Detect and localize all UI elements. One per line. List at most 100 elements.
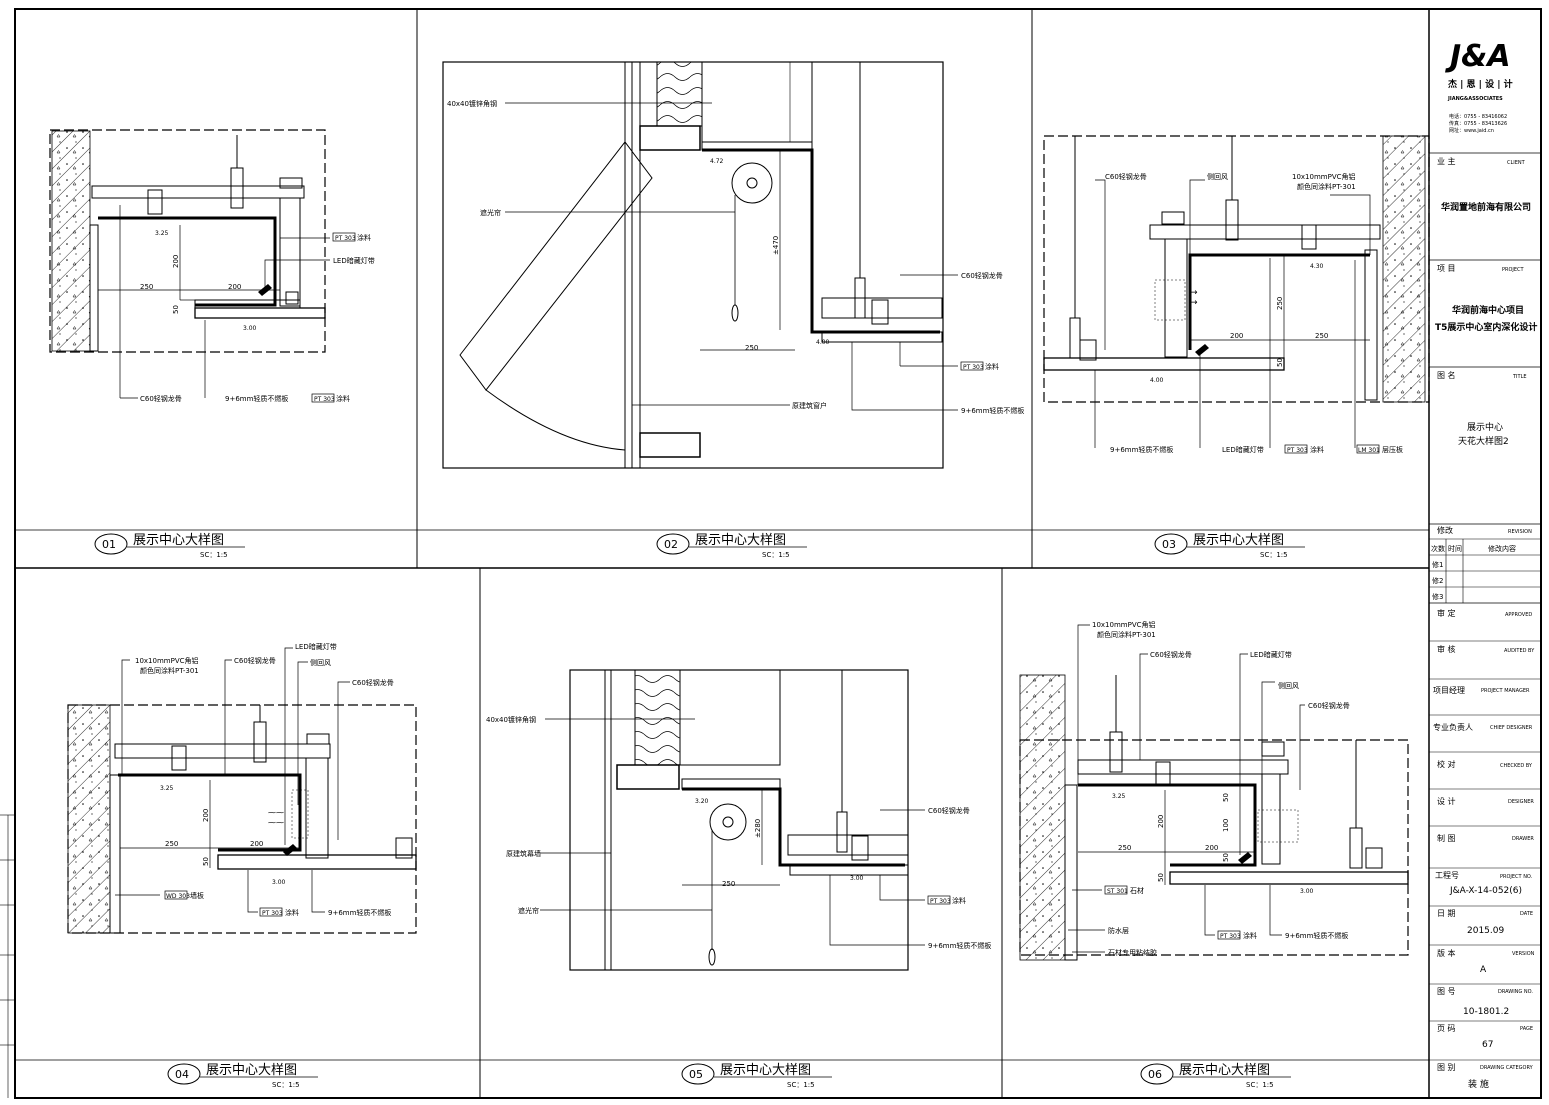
svg-text:06: 06 [1148,1068,1162,1081]
svg-text:C60轻钢龙骨: C60轻钢龙骨 [352,678,394,687]
svg-text:网址：www.jaid.cn: 网址：www.jaid.cn [1449,127,1494,134]
svg-text:250: 250 [165,840,178,848]
detail-title-01: 01 展示中心大样图 SC：1:5 [94,533,245,559]
sheet-border [14,8,1542,1099]
svg-text:SC：1:5: SC：1:5 [1260,551,1288,559]
svg-text:PAGE: PAGE [1520,1026,1533,1032]
svg-text:图 别: 图 别 [1437,1063,1456,1072]
drawing-number: 10-1801.2 [1463,1007,1509,1017]
svg-text:4.00: 4.00 [816,339,830,346]
svg-text:颜色同涂料PT-301: 颜色同涂料PT-301 [1097,630,1156,639]
label-curtain: 遮光帘 [480,208,501,217]
svg-text:杰 | 恩 | 设 | 计: 杰 | 恩 | 设 | 计 [1448,78,1513,90]
project-name: 华润前海中心项目 [1452,304,1524,316]
label-curtainwall: 原建筑幕墙 [506,849,541,858]
svg-text:3.25: 3.25 [1112,793,1126,800]
svg-text:DRAWER: DRAWER [1512,836,1534,842]
svg-text:AUDITED BY: AUDITED BY [1504,648,1535,654]
svg-text:9+6mm轻质不燃板: 9+6mm轻质不燃板 [928,941,991,950]
svg-text:展示中心大样图: 展示中心大样图 [1193,533,1284,548]
drawing-category: 装 施 [1468,1078,1489,1090]
drawing-date: 2015.09 [1467,926,1504,936]
svg-text:PROJECT MANAGER: PROJECT MANAGER [1481,688,1530,694]
svg-text:遮光帘: 遮光帘 [518,906,539,915]
svg-text:04: 04 [175,1068,189,1081]
svg-text:01: 01 [102,538,116,551]
svg-text:颜色同涂料PT-301: 颜色同涂料PT-301 [1297,182,1356,191]
svg-text:项 目: 项 目 [1437,264,1456,273]
svg-text:SC：1:5: SC：1:5 [787,1081,815,1089]
svg-text:次数: 次数 [1431,544,1445,553]
svg-text:涂料: 涂料 [336,394,350,403]
dim-250: 250 [140,283,153,291]
svg-text:石材: 石材 [1130,886,1144,895]
label-led: LED暗藏灯带 [333,256,375,265]
svg-text:修改内容: 修改内容 [1488,544,1516,553]
tag-wd303: WD 303 [166,893,190,900]
svg-text:250: 250 [745,344,758,352]
svg-text:50: 50 [1222,793,1230,802]
detail-04: ⁓⁓ ⁓⁓ 250 200 200 50 3.25 3.00 10x10mmPV… [67,642,417,934]
svg-text:3.00: 3.00 [272,879,286,886]
svg-text:C60轻钢龙骨: C60轻钢龙骨 [234,656,276,665]
svg-text:200: 200 [1205,844,1218,852]
svg-text:4.30: 4.30 [1310,263,1324,270]
project-number: J&A-X-14-052(6) [1449,886,1522,896]
svg-text:项目经理: 项目经理 [1433,685,1465,695]
dim-200v: 200 [172,255,180,268]
svg-text:日 期: 日 期 [1437,909,1456,918]
svg-text:CHIEF DESIGNER: CHIEF DESIGNER [1490,725,1533,731]
svg-text:展示中心大样图: 展示中心大样图 [1179,1063,1270,1078]
svg-text:JIANG&ASSOCIATES: JIANG&ASSOCIATES [1447,96,1503,102]
svg-text:9+6mm轻质不燃板: 9+6mm轻质不燃板 [961,406,1024,415]
svg-text:天花大样图2: 天花大样图2 [1458,435,1509,447]
svg-text:VERSION: VERSION [1512,951,1535,957]
svg-text:颜色同涂料PT-301: 颜色同涂料PT-301 [140,666,199,675]
svg-text:涂料: 涂料 [285,908,299,917]
svg-text:PT 303: PT 303 [335,235,356,242]
page-number: 67 [1482,1040,1493,1050]
svg-text:审 核: 审 核 [1437,644,1456,654]
svg-text:展示中心大样图: 展示中心大样图 [695,533,786,548]
svg-text:涂料: 涂料 [1310,445,1324,454]
svg-text:⁓⁓: ⁓⁓ [268,818,284,827]
svg-text:CLIENT: CLIENT [1507,160,1526,166]
svg-text:层压板: 层压板 [1382,445,1403,454]
tag-lm301: LM 301 [1358,447,1380,454]
svg-text:PT 303: PT 303 [1287,447,1308,454]
svg-text:LED暗藏灯带: LED暗藏灯带 [295,642,337,651]
label-pvc: 10x10mmPVC角铝 [1292,172,1356,181]
svg-text:±280: ±280 [754,819,762,838]
svg-text:SC：1:5: SC：1:5 [1246,1081,1274,1089]
svg-text:审 定: 审 定 [1437,608,1456,618]
svg-text:10x10mmPVC角铝: 10x10mmPVC角铝 [1092,620,1156,629]
svg-text:→: → [1190,288,1198,298]
svg-text:250: 250 [722,880,735,888]
svg-text:9+6mm轻质不燃板: 9+6mm轻质不燃板 [1285,931,1348,940]
detail-02: 250 ±470 4.72 4.00 40x40镀锌角钢 遮光帘 原建筑窗户 C… [442,61,1024,469]
svg-text:DRAWING NO.: DRAWING NO. [1498,989,1533,995]
svg-text:±470: ±470 [772,236,780,255]
svg-text:200: 200 [1230,332,1243,340]
svg-text:工程号: 工程号 [1435,871,1459,880]
svg-text:3.00: 3.00 [1300,888,1314,895]
svg-text:T5展示中心室内深化设计: T5展示中心室内深化设计 [1435,321,1537,333]
svg-text:C60轻钢龙骨: C60轻钢龙骨 [961,271,1003,280]
svg-text:CHECKED BY: CHECKED BY [1500,763,1533,769]
label-steel40: 40x40镀锌角钢 [447,99,497,108]
svg-text:侧回风: 侧回风 [1278,681,1299,690]
svg-text:业 主: 业 主 [1437,156,1456,166]
svg-text:3.25: 3.25 [160,785,174,792]
dim-300: 3.00 [243,325,257,332]
svg-text:版 本: 版 本 [1437,948,1456,958]
svg-text:⁓⁓: ⁓⁓ [268,808,284,817]
svg-text:4.72: 4.72 [710,158,724,165]
svg-text:修改: 修改 [1437,525,1453,535]
dim-325: 3.25 [155,230,169,237]
svg-text:修2: 修2 [1432,576,1443,585]
svg-text:PT 303: PT 303 [930,898,951,905]
svg-text:200: 200 [202,809,210,822]
svg-text:涂料: 涂料 [985,362,999,371]
svg-text:PT 303: PT 303 [963,364,984,371]
svg-text:修1: 修1 [1432,560,1443,569]
